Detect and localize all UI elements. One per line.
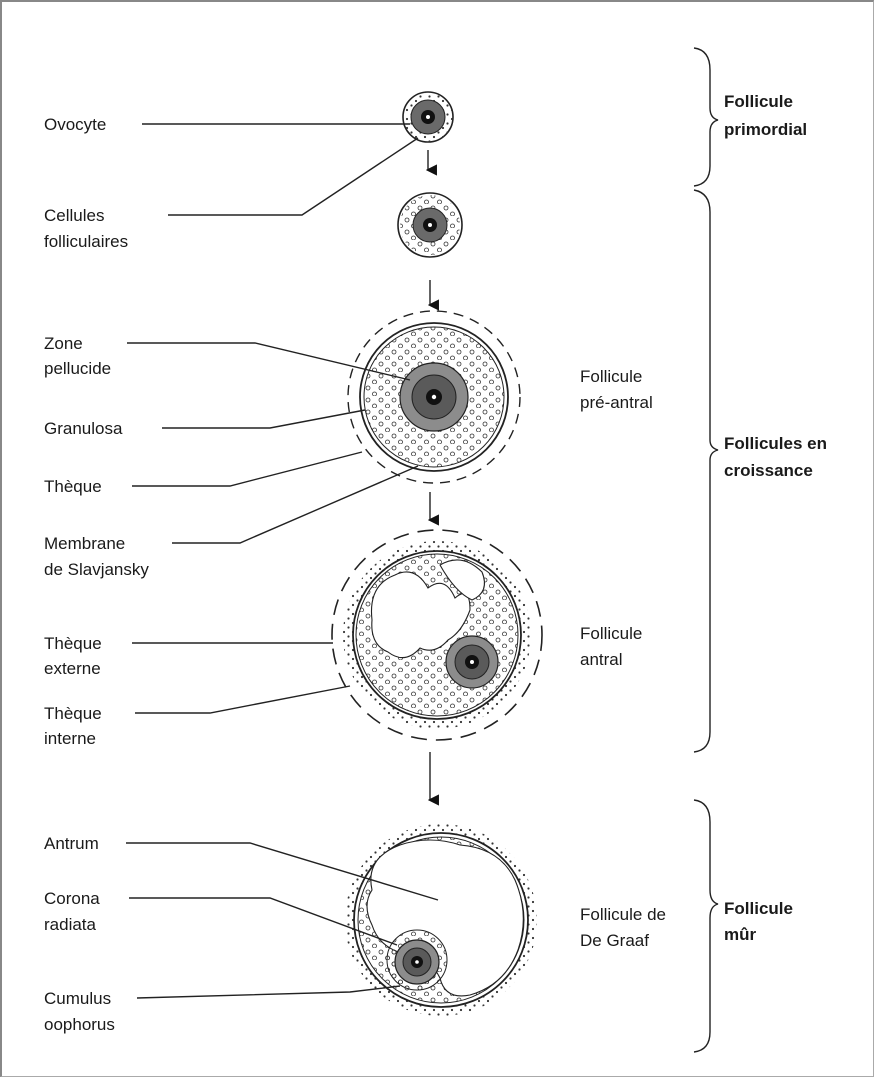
primary-follicle: [398, 193, 462, 257]
label-theque-ext-2: externe: [44, 659, 101, 678]
stage-degraaf-1: Follicule de: [580, 905, 666, 924]
label-cumulus-1: Cumulus: [44, 989, 111, 1008]
group-primordial-1: Follicule: [724, 92, 793, 111]
stage-preantral-1: Follicule: [580, 367, 642, 386]
label-theque-int-1: Thèque: [44, 704, 102, 723]
label-membrane-1: Membrane: [44, 534, 125, 553]
group-croissance-2: croissance: [724, 461, 813, 480]
braces: [694, 48, 718, 1052]
label-corona-2: radiata: [44, 915, 97, 934]
label-cellules-1: Cellules: [44, 206, 104, 225]
antral-follicle: [332, 530, 542, 740]
stage-antral-1: Follicule: [580, 624, 642, 643]
group-croissance-1: Follicules en: [724, 434, 827, 453]
label-theque: Thèque: [44, 477, 102, 496]
label-zone-1: Zone: [44, 334, 83, 353]
stage-preantral-2: pré-antral: [580, 393, 653, 412]
label-corona-1: Corona: [44, 889, 100, 908]
primordial-follicle: [403, 92, 453, 142]
label-cumulus-2: oophorus: [44, 1015, 115, 1034]
stage-degraaf-2: De Graaf: [580, 931, 649, 950]
label-granulosa: Granulosa: [44, 419, 123, 438]
stage-antral-2: antral: [580, 650, 623, 669]
label-theque-int-2: interne: [44, 729, 96, 748]
label-cellules-2: folliculaires: [44, 232, 128, 251]
label-ovocyte: Ovocyte: [44, 115, 106, 134]
group-primordial-2: primordial: [724, 120, 807, 139]
label-antrum: Antrum: [44, 834, 99, 853]
group-mur-1: Follicule: [724, 899, 793, 918]
degraaf-follicle: [345, 824, 537, 1016]
label-theque-ext-1: Thèque: [44, 634, 102, 653]
label-zone-2: pellucide: [44, 359, 111, 378]
group-mur-2: mûr: [724, 925, 757, 944]
preantral-follicle: [348, 311, 520, 483]
label-membrane-2: de Slavjansky: [44, 560, 149, 579]
